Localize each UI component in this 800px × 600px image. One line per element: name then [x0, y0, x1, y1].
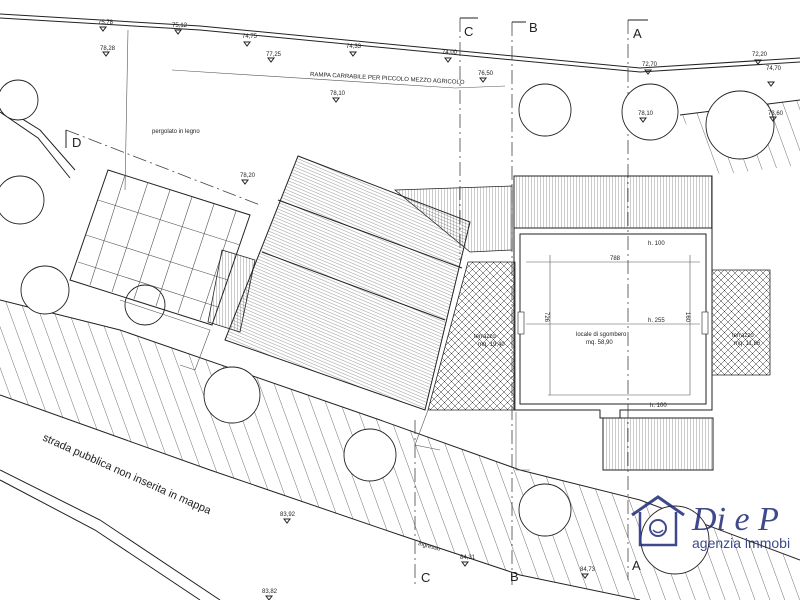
dimension-height: 726 — [543, 312, 549, 323]
room-area: mq. 58,90 — [586, 340, 613, 346]
elevation-e18: 84,73 — [580, 567, 596, 573]
left-terrace-name: terrazzo — [474, 334, 496, 340]
elevation-e10: 76,50 — [478, 71, 494, 77]
elevation-e7: 72,20 — [752, 52, 768, 58]
house-logo-icon — [631, 495, 685, 547]
elevation-e8: 78,28 — [100, 46, 116, 52]
elevation-labels: 75,78 75,12 74,75 74,33 74,00 72,70 72,2… — [98, 20, 784, 595]
building — [513, 175, 771, 471]
watermark-subtitle: agenzia immobi — [692, 535, 790, 551]
elevation-e19: 83,82 — [262, 589, 278, 595]
entrance-note: ingresso — [417, 541, 441, 553]
elevation-markers — [99, 26, 777, 600]
main-roof — [224, 155, 513, 411]
elevation-e13: 73,60 — [768, 111, 784, 117]
section-a-top: A — [633, 26, 642, 41]
pergola-label: pergolato in legno — [152, 129, 200, 135]
elevation-e9: 77,25 — [266, 52, 282, 58]
elevation-e17: 84,31 — [460, 555, 476, 561]
elevation-e2: 75,12 — [172, 23, 188, 29]
agency-watermark: Di e P agenzia immobi — [631, 495, 790, 551]
dimension-width: 788 — [610, 256, 621, 262]
watermark-logo-text: Di e P — [691, 501, 779, 538]
section-letters: A A B B C C D — [72, 20, 642, 585]
elevation-e4: 74,33 — [346, 44, 362, 50]
section-d: D — [72, 135, 81, 150]
height-mid: h. 255 — [648, 318, 665, 324]
section-b-top: B — [529, 20, 538, 35]
left-terrace-area: mq. 19,40 — [478, 342, 505, 348]
elevation-e16: 83,92 — [280, 512, 296, 518]
elevation-e11: 74,70 — [766, 66, 782, 72]
right-terrace-area: mq. 11,86 — [734, 341, 761, 347]
height-bottom: h. 100 — [650, 403, 667, 409]
section-c-bottom: C — [421, 570, 430, 585]
section-c-top: C — [464, 24, 473, 39]
elevation-e3: 74,75 — [242, 34, 258, 40]
dimension-side: 160 — [684, 312, 690, 323]
elevation-e15: 78,20 — [240, 173, 256, 179]
elevation-e6: 72,70 — [642, 62, 658, 68]
elevation-e12: 78,10 — [330, 91, 346, 97]
elevation-e5: 74,00 — [442, 50, 458, 56]
elevation-e1: 75,78 — [98, 20, 114, 26]
section-a-bottom: A — [632, 558, 641, 573]
elevation-e14: 78,10 — [638, 111, 654, 117]
top-boundary — [0, 13, 800, 191]
trees — [0, 79, 775, 575]
room-name: locale di sgombero — [576, 332, 627, 338]
right-terrace-name: terrazzo — [732, 333, 754, 339]
section-b-bottom: B — [510, 569, 519, 584]
height-top: h. 100 — [648, 241, 665, 247]
